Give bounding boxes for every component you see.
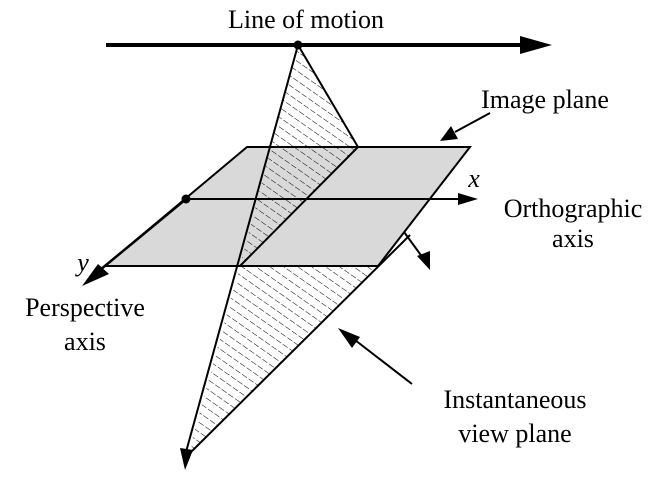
view-plane-upper-right-edge [297,44,359,148]
orthographic-axis-label-line1: Orthographic [504,194,643,223]
x-axis-label: x [467,164,480,193]
perspective-axis-label-line2: axis [64,327,106,356]
image-plane-pointer-line [454,112,491,133]
orthographic-axis-label-line2: axis [552,224,594,253]
view-plane-normal-line [403,231,424,259]
perspective-axis-arrowhead [82,264,109,286]
line-of-motion-arrowhead [520,36,552,54]
view-plane-down-arrowhead [180,448,193,470]
view-plane-label-line1: Instantaneous [444,385,587,414]
orthographic-axis-arrowhead [458,193,478,205]
view-plane-left-edge [185,44,299,453]
view-plane-image-plane-intersection [239,146,359,267]
image-plane-pointer-arrowhead [440,126,458,141]
perspective-axis-label-line1: Perspective [25,293,145,322]
image-plane-label: Image plane [481,85,609,114]
view-plane-pointer-line [354,339,413,385]
perspective-axis-line [99,198,187,271]
view-plane-upper-hatched [240,45,358,266]
motion-point [293,40,303,50]
view-plane-normal-arrowhead [417,251,430,270]
view-plane-label-line2: view plane [458,419,571,448]
y-axis-label: y [74,248,89,277]
line-of-motion-label: Line of motion [228,5,384,34]
view-plane-lower-right-edge [187,234,411,456]
view-plane-pointer-arrowhead [338,328,360,348]
